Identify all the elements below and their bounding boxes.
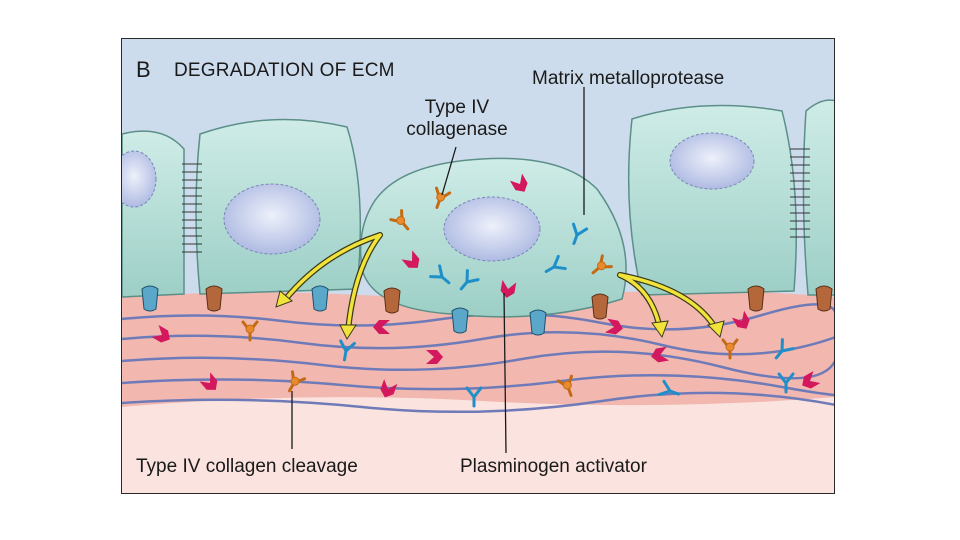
nucleus bbox=[443, 196, 541, 262]
nucleus bbox=[122, 150, 157, 208]
matrix-lower-layer bbox=[122, 397, 834, 493]
label-plasminogen-activator: Plasminogen activator bbox=[460, 456, 647, 477]
nucleus bbox=[669, 132, 755, 190]
cell-junction bbox=[182, 163, 202, 253]
ecm-degradation-figure: B DEGRADATION OF ECM Type IV collagenase… bbox=[121, 38, 835, 494]
label-type4-collagen-cleavage: Type IV collagen cleavage bbox=[136, 456, 358, 477]
collagenase-molecules bbox=[241, 186, 739, 400]
label-type4-collagenase: Type IV collagenase bbox=[406, 97, 508, 140]
illustration bbox=[122, 39, 834, 493]
epithelial-cell bbox=[627, 104, 798, 296]
integrin-receptors bbox=[141, 285, 833, 336]
panel-title: DEGRADATION OF ECM bbox=[174, 60, 395, 81]
cell-junction bbox=[790, 148, 810, 238]
epithelial-cell-right-edge bbox=[802, 99, 834, 296]
panel-letter: B bbox=[136, 57, 151, 82]
label-matrix-metalloprotease: Matrix metalloprotease bbox=[532, 68, 725, 89]
collagen-fibers bbox=[122, 303, 834, 414]
callout-leaders bbox=[291, 87, 585, 454]
nucleus bbox=[223, 183, 321, 255]
